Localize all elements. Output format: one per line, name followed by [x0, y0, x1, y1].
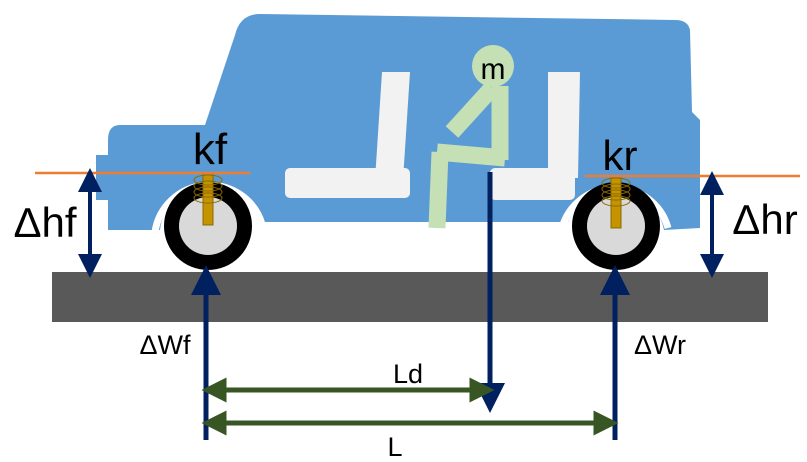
front-load-label: ΔWf [139, 330, 191, 360]
rear-seat-cushion [490, 168, 575, 200]
wheelbase-label: L [387, 432, 402, 462]
ground [52, 272, 768, 322]
front-height-label: Δhf [13, 199, 76, 246]
front-spring-icon [193, 174, 223, 226]
rear-spring-icon [601, 177, 631, 229]
rear-height-label: Δhr [732, 196, 797, 243]
rear-load-label: ΔWr [634, 330, 686, 360]
front-seat-back [375, 72, 410, 180]
rear-spring-label: kr [603, 132, 638, 179]
mass-label: m [481, 53, 506, 86]
occupant-figure [428, 82, 509, 229]
front-spring-label: kf [193, 125, 228, 174]
front-wheel [164, 182, 252, 270]
ld-label: Ld [393, 359, 423, 389]
rear-seat-back [548, 72, 580, 178]
front-seat-cushion [285, 168, 410, 198]
occupant-head [472, 45, 514, 87]
